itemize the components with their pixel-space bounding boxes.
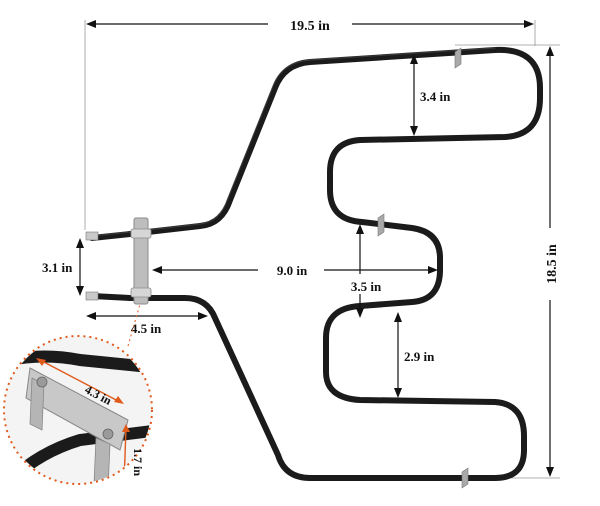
dimension-lower-loop: 2.9 in xyxy=(394,312,435,398)
heating-element-coil xyxy=(89,46,543,481)
dimension-middle-gap: 3.5 in xyxy=(351,224,382,318)
terminal-leads xyxy=(85,231,99,301)
bracket-callout: 4.3 in 1.7 in xyxy=(3,335,153,485)
terminal-length-label: 4.5 in xyxy=(131,321,162,336)
overall-height-label: 18.5 in xyxy=(545,244,560,284)
middle-gap-label: 3.5 in xyxy=(351,279,382,294)
dimension-overall-height: 18.5 in xyxy=(545,46,560,477)
mounting-bracket xyxy=(130,217,152,305)
support-clips xyxy=(377,47,469,489)
dimension-top-loop: 3.4 in xyxy=(410,54,451,136)
lower-loop-label: 2.9 in xyxy=(404,349,435,364)
bracket-height-label: 1.7 in xyxy=(131,448,145,476)
overall-width-label: 19.5 in xyxy=(290,19,330,34)
dimension-overall-width: 19.5 in xyxy=(86,19,534,34)
dimension-terminal-spacing: 3.1 in xyxy=(42,238,84,296)
dimension-bracket-to-center: 9.0 in xyxy=(152,263,438,278)
terminal-spacing-label: 3.1 in xyxy=(42,260,73,275)
dimension-terminal-length: 4.5 in xyxy=(86,312,208,336)
callout-connector xyxy=(127,303,141,347)
top-loop-label: 3.4 in xyxy=(420,89,451,104)
extension-lines xyxy=(84,20,560,479)
bracket-to-center-label: 9.0 in xyxy=(277,263,308,278)
